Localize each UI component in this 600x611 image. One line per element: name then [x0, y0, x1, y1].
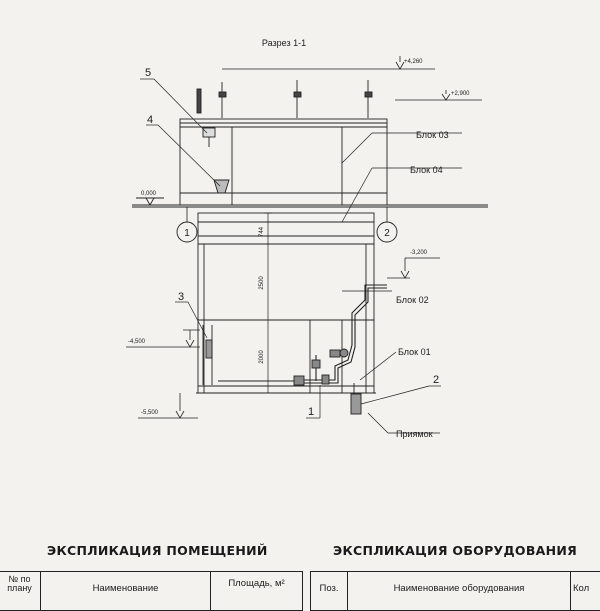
level-block02-label: -3,200 [410, 250, 428, 256]
block-04-label: Блок 04 [410, 165, 443, 175]
ground-line [132, 198, 488, 207]
dim-2500: 2500 [259, 276, 265, 290]
block-02-label: Блок 02 [396, 295, 429, 305]
equipment-col-name: Наименование оборудования [348, 572, 571, 611]
equipment-col-qty: Кол [571, 572, 600, 611]
level-mark-block02 [387, 258, 440, 278]
pit-label: Приямок [396, 429, 433, 439]
callout-3: 3 [178, 291, 184, 303]
block-03-label: Блок 03 [416, 130, 449, 140]
equipment-heading: ЭКСПЛИКАЦИЯ ОБОРУДОВАНИЯ [333, 543, 577, 558]
dim-2000: 2000 [259, 350, 265, 364]
pit-structure [198, 213, 374, 393]
callout-1: 1 [308, 406, 314, 418]
upper-module [180, 127, 387, 205]
rooms-heading: ЭКСПЛИКАЦИЯ ПОМЕЩЕНИЙ [47, 543, 268, 558]
dimension-chain [264, 213, 272, 393]
rooms-col-name: Наименование [41, 572, 211, 611]
level-block01-label: -4,500 [128, 339, 146, 345]
callout-5: 5 [145, 67, 151, 79]
level-bottom-label: -5,500 [141, 410, 159, 416]
equipment-col-pos: Поз. [311, 572, 348, 611]
rooms-col-area: Площадь, м² [211, 572, 303, 611]
pipework [218, 285, 387, 383]
equipment-table: Поз. Наименование оборудования Кол [310, 571, 600, 611]
rooms-table: № по плану Наименование Площадь, м² [0, 571, 303, 611]
level-roof-label: +2,900 [451, 91, 470, 97]
axis-1-label: 1 [184, 228, 190, 239]
section-title: Разрез 1-1 [262, 38, 306, 48]
callout-2: 2 [433, 374, 439, 386]
rooms-col-number: № по плану [0, 572, 41, 611]
sump-pump [351, 383, 361, 414]
callout-4: 4 [147, 114, 153, 126]
level-ground-label: 0,000 [141, 191, 157, 197]
level-top-label: +4,260 [404, 59, 423, 65]
dim-744: 744 [259, 226, 265, 237]
block-01-label: Блок 01 [398, 347, 431, 357]
roof-vents [197, 80, 372, 118]
axis-2-label: 2 [384, 228, 390, 239]
roof-slab [180, 119, 387, 127]
